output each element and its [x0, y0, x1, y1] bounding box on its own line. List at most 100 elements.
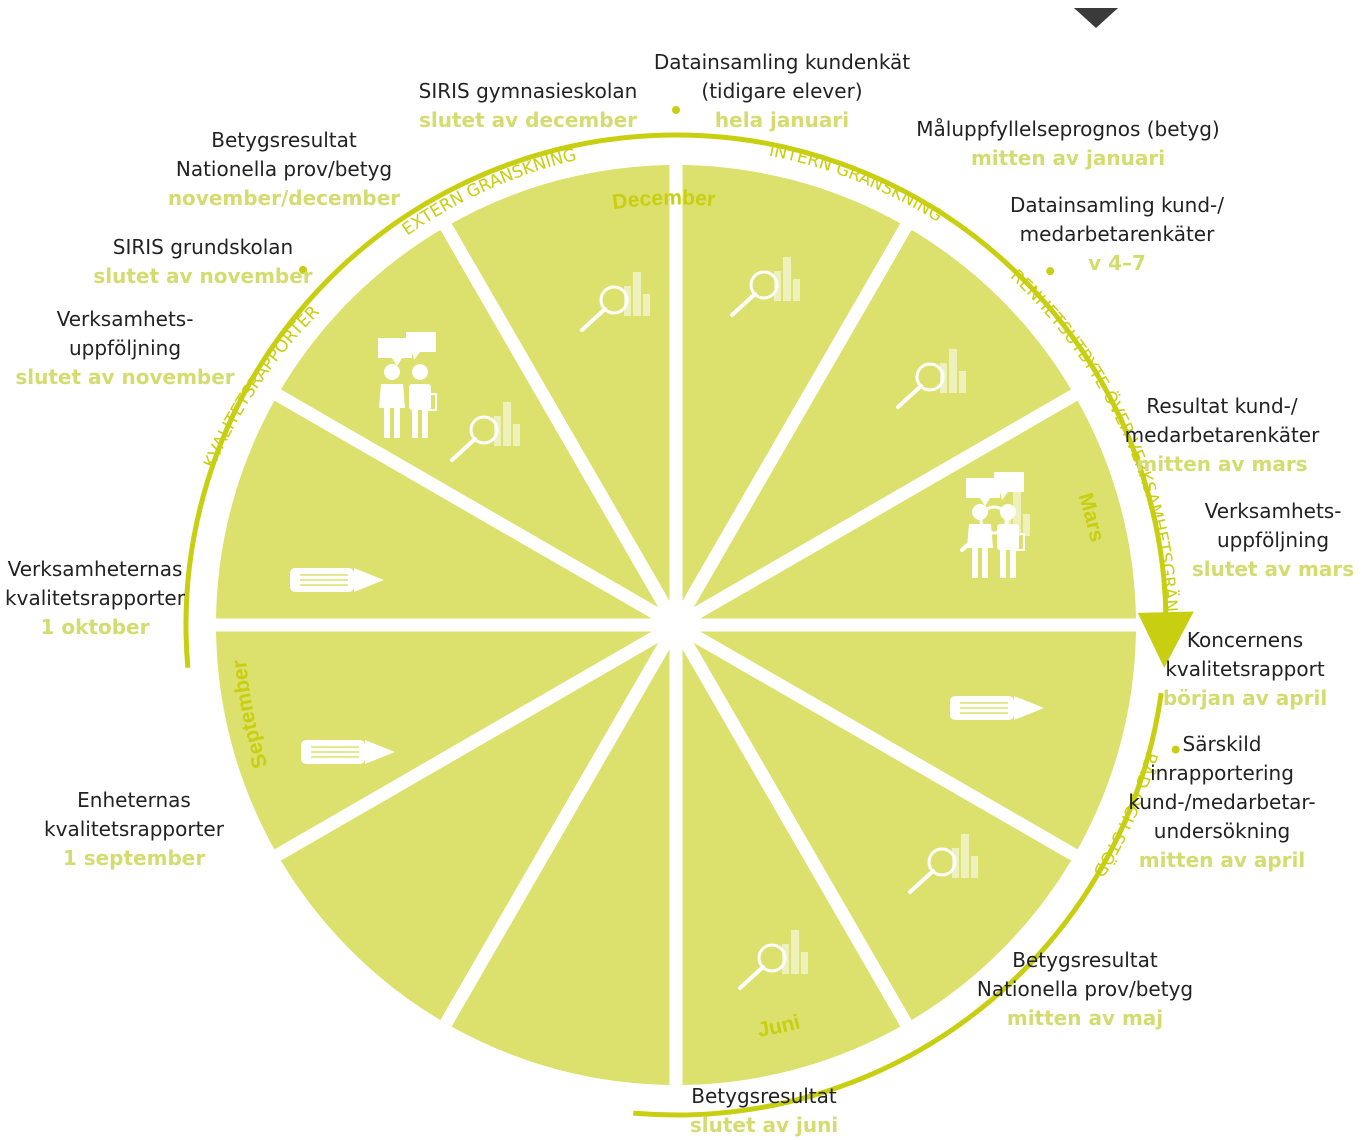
wheel-sector: [446, 165, 676, 625]
event-label-date: slutet av december: [418, 108, 638, 132]
event-label-date: mitten av mars: [1136, 452, 1308, 476]
event-label-date: hela januari: [714, 108, 850, 132]
event-label-date: början av april: [1162, 686, 1328, 710]
event-label-text: Verksamheternas: [7, 557, 183, 581]
event-label-date: slutet av november: [93, 264, 313, 288]
event-label-betygsresultat-juni: Betygsresultat slutet av juni: [604, 1082, 924, 1140]
event-label-datainsamling-kund-medarbetar: Datainsamling kund-/ medarbetarenkäter v 4…: [957, 191, 1277, 278]
event-label-text: Betygsresultat: [691, 1084, 837, 1108]
event-label-text: kvalitetsrapporter: [44, 817, 224, 841]
wheel-spoke: [672, 386, 1083, 631]
pencil-icon: [950, 696, 1044, 720]
meeting-icon: [966, 472, 1025, 578]
wheel-spoke: [269, 619, 680, 864]
event-label-text: SIRIS grundskolan: [112, 235, 294, 259]
event-label-date: slutet av juni: [689, 1113, 839, 1137]
event-label-text: medarbetarenkäter: [1124, 423, 1320, 447]
event-label-text: (tidigare elever): [701, 79, 863, 103]
event-label-text: Verksamhets-: [56, 307, 194, 331]
wheel-hub: [660, 609, 692, 641]
wheel-sector: [676, 395, 1136, 625]
event-label-text: medarbetarenkäter: [1019, 222, 1215, 246]
event-label-text: inrapportering: [1150, 761, 1294, 785]
event-label-datainsamling-kundenkat: Datainsamling kundenkät (tidigare elever)…: [622, 48, 942, 135]
pencil-icon: [290, 568, 384, 592]
wheel-sector: [676, 226, 1075, 626]
event-label-text: Datainsamling kund-/: [1010, 193, 1224, 217]
event-label-verksamhetsuppfoljning-mars: Verksamhets-uppföljning slutet av mars: [1113, 497, 1371, 584]
event-label-sarskild-inrapportering: Särskild inrapportering kund-/medarbetar-u…: [1062, 730, 1371, 875]
wheel-sectors: [216, 165, 1136, 1085]
wheel-spoke: [670, 218, 915, 629]
event-label-date: 1 oktober: [40, 615, 150, 639]
event-label-text: Nationella prov/betyg: [175, 157, 393, 181]
event-label-date: slutet av november: [15, 365, 235, 389]
event-label-text: Resultat kund-/: [1146, 394, 1298, 418]
meeting-search-icon: [378, 332, 520, 462]
sector-icons: [290, 257, 1044, 990]
search-chart-icon: [896, 349, 966, 409]
ring-dot: [299, 265, 308, 274]
search-chart-icon: [580, 272, 650, 332]
ring-dot: [672, 106, 680, 114]
event-label-text: Verksamhets-: [1204, 499, 1342, 523]
event-label-text: Betygsresultat: [211, 128, 357, 152]
event-label-text: Måluppfyllelseprognos (betyg): [916, 117, 1220, 141]
ring-dot: [1171, 745, 1180, 754]
event-label-date: mitten av maj: [1006, 1006, 1164, 1030]
event-label-text: SIRIS gymnasieskolan: [418, 79, 638, 103]
year-start-marker: [1074, 8, 1118, 28]
wheel-sector: [676, 625, 906, 1085]
event-label-maluppfyllelseprognos: Måluppfyllelseprognos (betyg) mitten av j…: [908, 115, 1228, 173]
event-label-date: v 4–7: [1088, 251, 1146, 275]
wheel-spoke: [269, 386, 680, 631]
wheel-sector: [277, 226, 676, 626]
event-label-text: Nationella prov/betyg: [976, 977, 1194, 1001]
ring-dots: [299, 106, 1180, 754]
ring-dot: [1046, 267, 1055, 276]
search-chart-icon: [908, 834, 978, 894]
wheel-sector: [277, 625, 676, 1024]
wheel-sector: [676, 625, 1136, 855]
event-label-date: 1 september: [62, 846, 206, 870]
ring-arrow-head: [1137, 611, 1194, 668]
event-label-text: Koncernens: [1186, 628, 1304, 652]
event-label-text: uppföljning: [1216, 528, 1330, 552]
event-label-date: mitten av april: [1138, 848, 1306, 872]
event-label-text: kund-/medarbetar-: [1128, 790, 1316, 814]
search-chart-icon: [738, 930, 808, 990]
wheel-spoke: [437, 218, 682, 629]
event-label-date: mitten av januari: [970, 146, 1166, 170]
event-label-text: Betygsresultat: [1012, 948, 1158, 972]
event-label-date: slutet av mars: [1191, 557, 1355, 581]
outer-ring: [183, 106, 1194, 1118]
wheel-sector: [676, 625, 1075, 1024]
event-label-text: undersökning: [1153, 819, 1291, 843]
event-label-text: Särskild: [1182, 732, 1262, 756]
event-label-text: Datainsamling kundenkät: [653, 50, 911, 74]
search-chart-icon: [730, 257, 800, 317]
event-label-text: kvalitetsrapport: [1165, 657, 1325, 681]
month-december: December: [611, 186, 716, 214]
event-label-resultat-kund-medarbetar: Resultat kund-/ medarbetarenkäter mitten a…: [1062, 392, 1371, 479]
wheel-spoke: [672, 619, 1083, 864]
event-label-koncernens-kvalitetsrapport: Koncernens kvalitetsrapport början av apri…: [1085, 626, 1371, 713]
event-label-text: Enheternas: [77, 788, 191, 812]
wheel-spoke: [437, 621, 682, 1032]
event-label-enheternas-kvalitetsrapporter: Enheternas kvalitetsrapporter 1 september: [0, 786, 294, 873]
wheel-sector: [216, 625, 676, 855]
wheel-spoke: [670, 621, 915, 1032]
wheel-spokes: [210, 159, 1142, 1091]
pencil-icon: [301, 740, 395, 764]
event-label-date: november/december: [167, 186, 401, 210]
event-label-siris-grundskolan: SIRIS grundskolan slutet av november: [43, 233, 363, 291]
wheel-sector: [216, 395, 676, 625]
event-label-siris-gymnasieskolan: SIRIS gymnasieskolan slutet av december: [368, 77, 688, 135]
wheel-sector: [676, 165, 906, 625]
wheel-sector: [446, 625, 676, 1085]
